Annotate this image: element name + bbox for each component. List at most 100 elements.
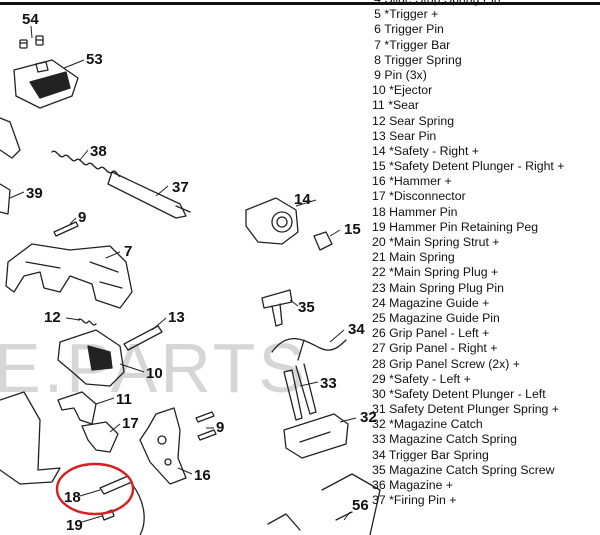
part-38-spring [51,150,121,177]
callout-38: 38 [90,143,107,160]
parts-list-item: 25 Magazine Guide Pin [372,311,600,326]
part-number: 16 [372,174,386,189]
part-number: 23 [372,280,386,295]
callout-32: 32 [360,409,377,426]
part-number: 11 [372,98,385,113]
part-number: 22 [372,265,386,280]
part-7-trigger-bar [5,243,133,309]
part-name: *Safety Detent Plunger - Left [389,386,546,401]
parts-list-item: 26 Grip Panel - Left + [372,326,600,341]
part-name: Hammer Pin Retaining Peg [389,219,539,234]
part-name: *Firing Pin + [389,493,457,508]
parts-list-item: 7 *Trigger Bar [372,38,600,53]
callout-54: 54 [22,11,39,28]
part-name: *Hammer + [389,174,452,189]
callout-12: 12 [44,309,61,326]
part-lower-fragment [267,513,301,531]
part-number: 26 [372,326,386,341]
part-name: Safety Detent Plunger Spring + [389,402,559,417]
part-name: Slide Stop Spring Pin [384,0,500,6]
callout-17: 17 [122,415,139,432]
part-32-magazine-catch [283,413,349,459]
part-name: Trigger Bar Spring [388,447,489,462]
part-number: 6 [374,22,381,37]
callout-9-lower: 9 [216,419,224,436]
part-number: 30 [372,386,386,401]
part-name: *Main Spring Strut + [389,235,500,249]
callout-14: 14 [294,191,311,208]
highlight-circle [55,462,135,516]
callout-37: 37 [172,179,189,196]
part-number: 31 [372,402,386,417]
callout-10: 10 [146,365,163,382]
parts-list-item: 9 Pin (3x) [372,68,600,83]
part-number: 13 [372,128,386,143]
callout-34: 34 [348,321,365,338]
parts-list-item: 17 *Disconnector [372,189,600,204]
part-number: 5 [374,7,381,22]
part-name: Grip Panel - Left + [389,326,490,341]
part-9-pin-top [53,221,79,237]
parts-list-item: 20 *Main Spring Strut + [372,235,600,250]
part-15-plunger [313,231,333,251]
parts-list-item: 11 *Sear [372,98,600,113]
part-name: *Safety - Right + [389,143,479,158]
parts-list-item: 37 *Firing Pin + [372,493,600,508]
part-number: 36 [372,478,386,492]
parts-list-item: 4 Slide Stop Spring Pin [372,0,600,7]
part-name: Trigger Pin [384,22,444,37]
parts-list-item: 10 *Ejector [372,83,600,98]
parts-list-item: 31 Safety Detent Plunger Spring + [372,402,600,417]
part-name: Magazine Catch Spring Screw [389,462,555,477]
parts-list-item: 27 Grip Panel - Right + [372,341,600,356]
parts-list-item: 34 Trigger Bar Spring [372,448,600,463]
part-53-rear-sight [13,59,79,109]
part-number: 34 [372,447,386,462]
part-number: 8 [374,52,381,67]
part-number: 33 [372,432,386,447]
parts-list-item: 23 Main Spring Plug Pin [372,281,600,296]
parts-list-item: 28 Grip Panel Screw (2x) + [372,357,600,372]
parts-list-item: 30 *Safety Detent Plunger - Left [372,387,600,402]
leader-lines [9,25,357,523]
part-37-firing-pin [107,171,191,219]
part-54-screws [19,35,44,49]
callout-11: 11 [116,391,132,408]
part-edge-fragment [0,117,21,159]
part-name: *Magazine Catch [389,417,483,432]
callout-33: 33 [320,375,337,392]
part-11-sear [57,391,97,425]
part-34-spring [271,338,347,361]
part-number: 25 [372,310,386,325]
part-number: 27 [372,341,386,356]
top-rule [0,2,600,5]
part-name: Main Spring Plug Pin [389,280,504,295]
callout-7: 7 [124,243,132,260]
part-name: *Safety - Left + [389,371,471,386]
parts-list-item: 33 Magazine Catch Spring [372,432,600,447]
part-number: 20 [372,235,386,249]
parts-list-item: 6 Trigger Pin [372,22,600,37]
part-35-screw [261,289,293,327]
watermark-text: E.PARTS [0,329,308,407]
part-number: 37 [372,493,386,508]
callout-13: 13 [168,309,185,326]
part-name: Magazine + [389,478,454,492]
callout-39: 39 [26,185,43,202]
part-name: Hammer Pin [389,204,458,219]
parts-list-item: 18 Hammer Pin [372,205,600,220]
part-name: *Trigger + [384,7,439,22]
parts-list-item: 21 Main Spring [372,250,600,265]
part-number: 12 [372,113,386,128]
part-39 [0,183,11,215]
callout-35: 35 [298,299,315,316]
part-name: Trigger Spring [384,52,462,67]
part-number: 9 [374,67,381,82]
parts-list: 4 Slide Stop Spring Pin5 *Trigger +6 Tri… [372,0,600,508]
part-number: 28 [372,356,386,371]
parts-list-item: 29 *Safety - Left + [372,372,600,387]
parts-list-item: 35 Magazine Catch Spring Screw [372,463,600,478]
part-number: 14 [372,143,386,158]
part-name: Pin (3x) [384,67,427,82]
